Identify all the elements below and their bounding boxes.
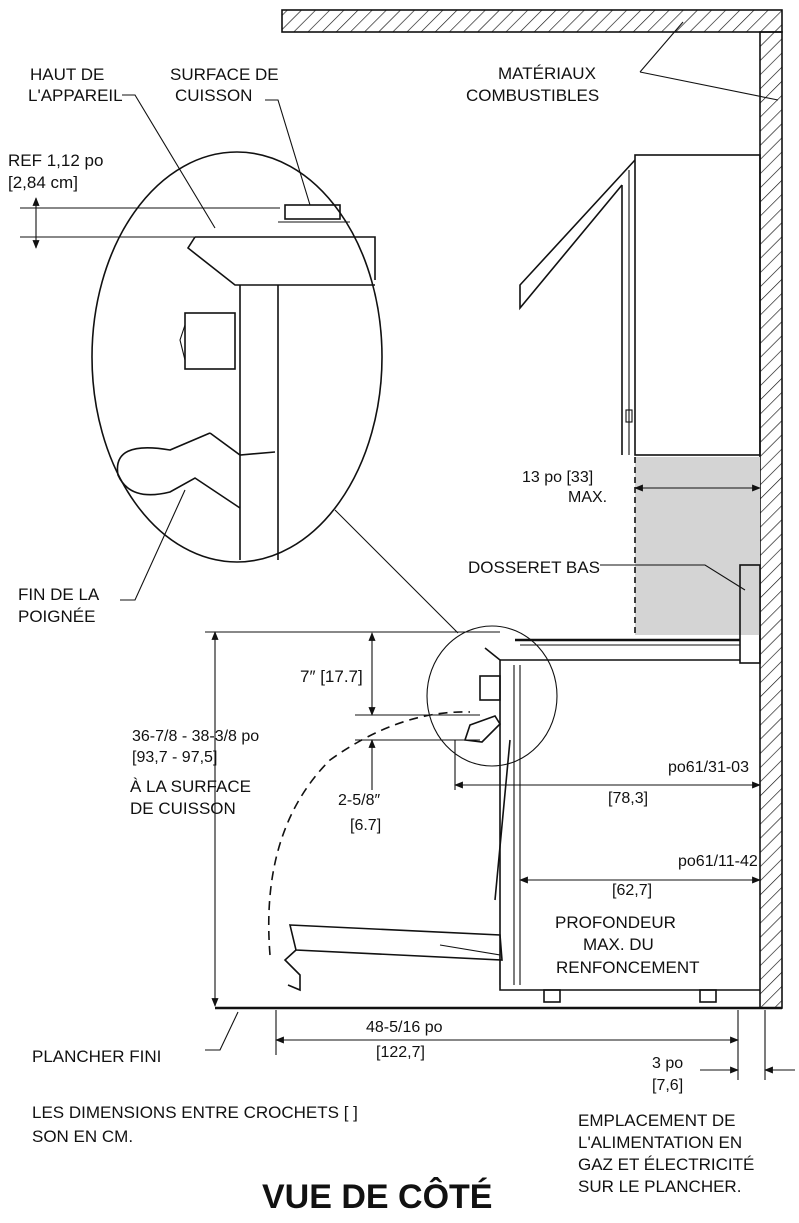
label-dim-3-1: 3 po xyxy=(652,1055,683,1072)
label-height-3: À LA SURFACE xyxy=(130,777,251,796)
label-depth-1-code: po61/31-03 xyxy=(668,759,749,776)
label-depth-2-code: po61/11-42 xyxy=(678,853,758,870)
label-emplacement-1: EMPLACEMENT DE xyxy=(578,1111,735,1130)
label-depth-2-value: [62,7] xyxy=(612,882,652,899)
label-profondeur-2: MAX. DU xyxy=(583,935,654,954)
label-height-2: [93,7 - 97,5] xyxy=(132,749,217,766)
zoom-detail xyxy=(20,151,558,767)
label-materiaux-1: MATÉRIAUX xyxy=(498,64,596,83)
label-dosseret: DOSSERET BAS xyxy=(468,558,600,577)
dimension-lines xyxy=(32,197,795,1080)
label-surface-cuisson-1: SURFACE DE xyxy=(170,65,279,84)
label-width-open-2: [122,7] xyxy=(376,1044,425,1061)
label-dim-2-5-8-1: 2-5/8″ xyxy=(338,792,380,809)
leader-lines xyxy=(120,21,779,1051)
label-emplacement-4: SUR LE PLANCHER. xyxy=(578,1177,741,1196)
label-plancher: PLANCHER FINI xyxy=(32,1047,161,1066)
label-fin-poignee-1: FIN DE LA xyxy=(18,585,100,604)
label-clearance-1: 13 po [33] xyxy=(522,469,593,486)
range-body xyxy=(463,638,760,1003)
label-haut-appareil-2: L'APPAREIL xyxy=(28,86,123,105)
wall-cabinet xyxy=(519,154,761,456)
label-profondeur-1: PROFONDEUR xyxy=(555,913,676,932)
label-note-1: LES DIMENSIONS ENTRE CROCHETS [ ] xyxy=(32,1103,358,1122)
label-height-4: DE CUISSON xyxy=(130,799,236,818)
open-oven-door xyxy=(267,711,503,992)
low-backsplash xyxy=(739,564,761,664)
combustible-wall xyxy=(281,9,783,1009)
label-dim-3-2: [7,6] xyxy=(652,1077,683,1094)
label-materiaux-2: COMBUSTIBLES xyxy=(466,86,599,105)
label-ref-1: REF 1,12 po xyxy=(8,151,103,170)
label-emplacement-3: GAZ ET ÉLECTRICITÉ xyxy=(578,1155,754,1174)
label-width-open-1: 48-5/16 po xyxy=(366,1019,443,1036)
label-height-1: 36-7/8 - 38-3/8 po xyxy=(132,728,259,745)
label-emplacement-2: L'ALIMENTATION EN xyxy=(578,1133,742,1152)
label-profondeur-3: RENFONCEMENT xyxy=(556,958,700,977)
label-surface-cuisson-2: CUISSON xyxy=(175,86,252,105)
label-ref-2: [2,84 cm] xyxy=(8,173,78,192)
label-dim-7: 7″ [17.7] xyxy=(300,667,363,686)
label-haut-appareil-1: HAUT DE xyxy=(30,65,104,84)
label-fin-poignee-2: POIGNÉE xyxy=(18,607,95,626)
shaded-zone xyxy=(635,457,760,635)
label-note-2: SON EN CM. xyxy=(32,1127,133,1146)
label-depth-1-value: [78,3] xyxy=(608,790,648,807)
diagram-title: VUE DE CÔTÉ xyxy=(262,1177,492,1216)
label-dim-2-5-8-2: [6.7] xyxy=(350,817,381,834)
label-clearance-2: MAX. xyxy=(568,489,607,506)
